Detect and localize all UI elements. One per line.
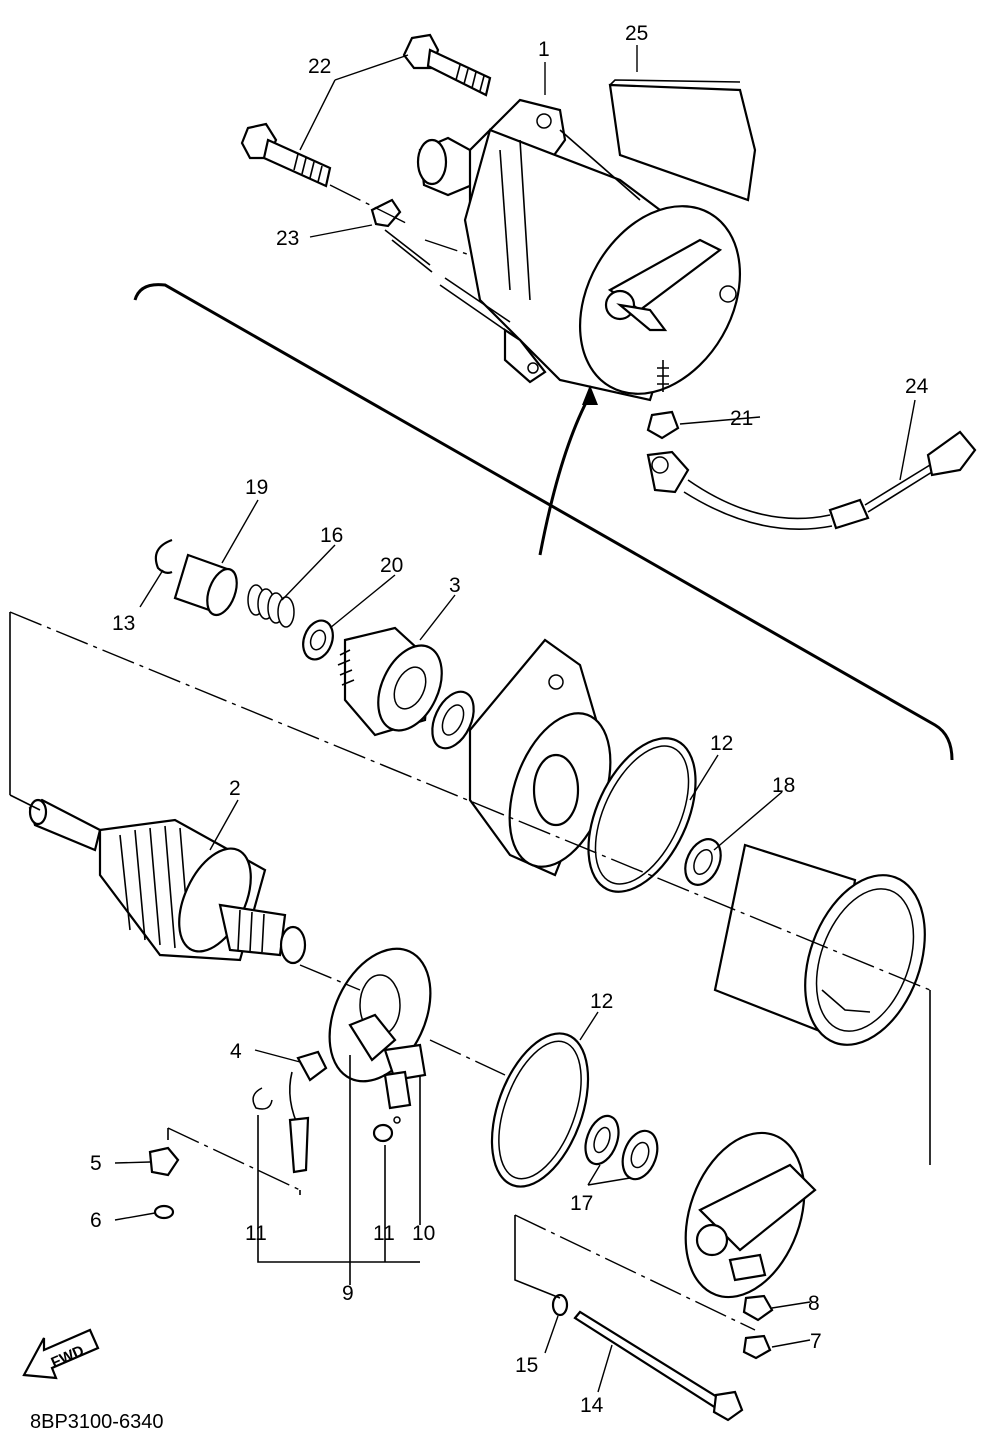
callout-23: 23 [276, 227, 299, 250]
callout-21: 21 [730, 407, 753, 430]
callout-14: 14 [580, 1394, 604, 1417]
callout-5: 5 [90, 1152, 102, 1175]
bolt-part-22-lower [240, 122, 332, 188]
brush-plate [328, 947, 432, 1110]
callout-24: 24 [905, 375, 929, 398]
washer-near-clutch [431, 690, 475, 750]
collar-part-19 [173, 553, 238, 617]
group-bracket-9-10-11 [257, 1055, 421, 1285]
callout-15: 15 [515, 1354, 538, 1377]
long-bolt-part-14 [573, 1310, 744, 1422]
callout-3: 3 [449, 574, 461, 597]
callout-13: 13 [112, 612, 135, 635]
bolt-part-22-upper [402, 33, 492, 97]
leader-lines [114, 45, 916, 1393]
callout-16: 16 [320, 524, 343, 547]
cable-part-24 [646, 430, 977, 530]
callout-7: 7 [810, 1330, 822, 1353]
pad-part-25 [608, 79, 757, 202]
callout-22: 22 [308, 55, 331, 78]
callout-10: 10 [412, 1222, 435, 1245]
callout-6: 6 [90, 1209, 102, 1232]
washer-part-20 [302, 619, 334, 661]
fwd-arrow-icon: FWD [22, 1328, 100, 1380]
washer-part-6 [153, 1204, 175, 1220]
assembly-lines [9, 184, 931, 1331]
callout-11-left: 11 [245, 1222, 267, 1245]
callout-1: 1 [538, 38, 550, 61]
starter-motor-assembly [416, 98, 742, 402]
callout-12-upper: 12 [710, 732, 733, 755]
brush-lead-part-4 [288, 1050, 328, 1174]
callout-25: 25 [625, 22, 648, 45]
callout-4: 4 [230, 1040, 242, 1063]
callout-20: 20 [380, 554, 403, 577]
yoke [713, 843, 926, 1046]
nut-part-7 [742, 1334, 772, 1360]
callout-18: 18 [772, 774, 795, 797]
clip-part-11-left [252, 1087, 273, 1110]
clutch-part-3 [337, 626, 443, 737]
nut-part-8 [742, 1294, 774, 1322]
spring-part-16 [247, 584, 295, 628]
callout-8: 8 [808, 1292, 820, 1315]
callout-11-right: 11 [373, 1222, 395, 1245]
rear-cover [684, 1131, 817, 1299]
callout-labels: 1 2 3 4 5 6 7 8 9 10 11 11 12 12 13 14 1… [90, 22, 929, 1417]
o-ring-part-12-lower [490, 1032, 590, 1188]
callout-2: 2 [229, 777, 241, 800]
callout-9: 9 [342, 1282, 354, 1305]
washer-part-15 [551, 1293, 569, 1317]
lead-wire-part-23 [370, 198, 547, 384]
callout-12-lower: 12 [590, 990, 613, 1013]
nut-part-21 [646, 410, 680, 440]
callout-17: 17 [570, 1192, 593, 1215]
washers-part-17 [584, 1114, 659, 1181]
nut-part-5 [148, 1146, 180, 1177]
callout-19: 19 [245, 476, 268, 499]
o-ring-part-12-upper [587, 737, 697, 893]
assembly-bracket [133, 283, 954, 761]
document-id: 8BP3100-6340 [30, 1411, 163, 1433]
washer-part-18 [684, 838, 722, 886]
circlip-part-13 [154, 538, 173, 574]
clip-part-11-right [372, 1116, 401, 1143]
armature-part-2 [28, 798, 307, 965]
